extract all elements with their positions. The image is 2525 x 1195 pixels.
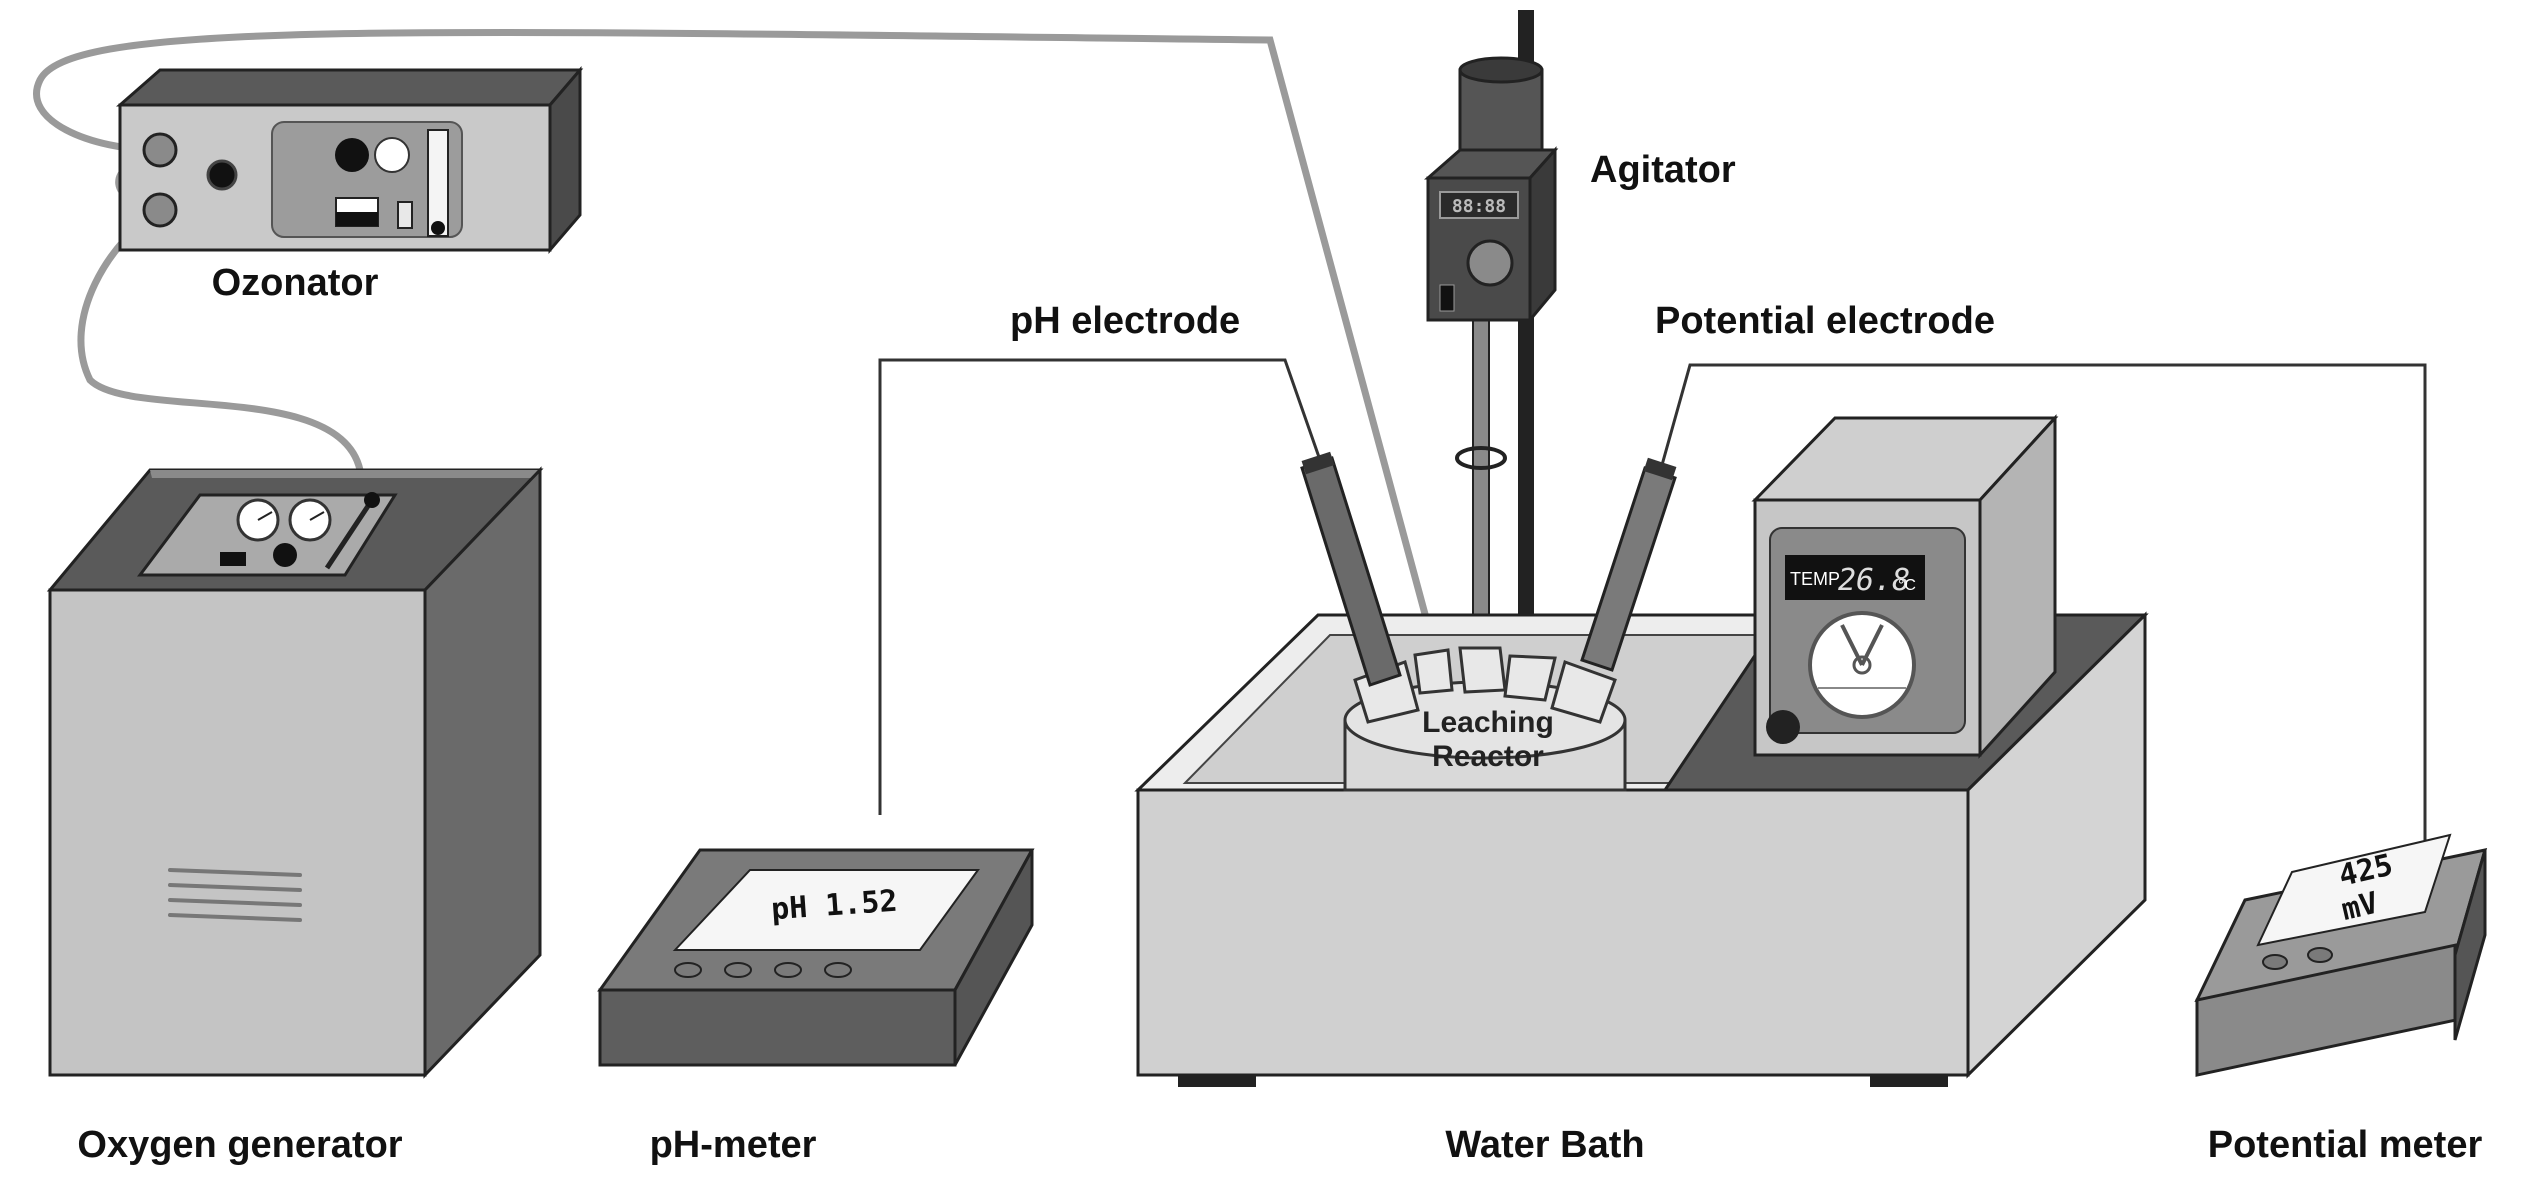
ph-meter-button: [824, 962, 852, 978]
ozonator-switch-rocker: [336, 212, 378, 226]
agitator-clamp: [1455, 446, 1507, 470]
oxygen-generator-label: Oxygen generator: [77, 1124, 402, 1166]
water-bath-foot-left: [1178, 1075, 1256, 1087]
temperature-display-value: 26.8: [1838, 563, 1910, 598]
agitator-motor-cap-top: [1458, 56, 1544, 84]
ph-meter: pH 1.52: [597, 848, 1035, 1067]
temperature-dial-pointer-a: [1840, 624, 1864, 666]
water-bath-label: Water Bath: [1445, 1124, 1644, 1166]
ozonator-port-upper: [142, 132, 178, 168]
ph-meter-front: [598, 988, 957, 1067]
oxygen-generator-knob: [273, 543, 297, 567]
reactor-label-line1: Leaching: [1422, 706, 1554, 739]
potential-meter-label: Potential meter: [2208, 1124, 2483, 1166]
potential-electrode-cap: [1643, 457, 1677, 481]
agitator-head-side: [1528, 146, 1557, 325]
oxygen-generator-button: [220, 552, 246, 566]
oxygen-feed-tube: [77, 206, 364, 474]
ph-meter-button: [674, 962, 702, 978]
oxygen-generator-slider: [324, 498, 375, 570]
ozonator-flowmeter-ball: [431, 221, 445, 235]
ph-meter-button: [774, 962, 802, 978]
ozonator-power-socket: [206, 159, 238, 191]
potential-electrode-label: Potential electrode: [1655, 300, 1995, 342]
ozonator-control-panel: [271, 121, 463, 238]
reactor-label-line2: Reactor: [1432, 740, 1544, 773]
temperature-dial-pointer-b: [1860, 624, 1884, 666]
temperature-display-label: TEMP: [1790, 569, 1840, 589]
reactor-port-4: [1503, 654, 1557, 702]
leaching-reactor: Leaching Reactor: [1343, 646, 1627, 792]
potential-meter: 425 mV: [2194, 833, 2488, 1077]
ozonator-fuse: [397, 201, 413, 229]
potential-meter-front: [2195, 943, 2457, 1077]
ozonator-port-lower: [142, 192, 178, 228]
oxygen-generator: [46, 466, 544, 1079]
temperature-controller: TEMP 26.8 °C: [1751, 414, 2059, 759]
reactor-port-5: [1550, 660, 1617, 724]
water-bath-foot-right: [1870, 1075, 1948, 1087]
agitator-label: Agitator: [1590, 149, 1736, 191]
signal-wires: [878, 358, 2427, 850]
ozonator-label: Ozonator: [212, 262, 379, 304]
agitator: 88:88: [1424, 10, 1559, 651]
agitator-display-text: 88:88: [1452, 196, 1506, 217]
temperature-display-unit: °C: [1898, 577, 1916, 594]
ozonator: [116, 65, 584, 255]
ph-meter-label: pH-meter: [650, 1124, 817, 1166]
oxygen-generator-slider-knob: [364, 492, 380, 508]
agitator-motor-cap: [1458, 68, 1544, 162]
oxygen-gauge-right-needle: [309, 511, 325, 521]
potential-wire: [1660, 363, 2427, 850]
ozonator-white-knob: [374, 137, 410, 173]
ozonator-flowmeter: [427, 129, 449, 237]
potential-meter-screen: [2256, 833, 2452, 947]
oxygen-generator-vent-icon: [168, 868, 302, 922]
agitator-shaft: [1472, 309, 1490, 651]
potential-meter-button: [2262, 954, 2288, 970]
ph-meter-buttons: [674, 962, 852, 978]
potential-unit: mV: [2338, 886, 2381, 928]
ph-electrode: [1300, 451, 1402, 687]
ph-electrode-label: pH electrode: [1010, 300, 1240, 342]
temperature-display: [1785, 555, 1925, 600]
oxygen-generator-front: [48, 588, 427, 1077]
water-bath-front: [1136, 788, 1970, 1077]
ph-electrode-cap: [1301, 451, 1335, 475]
oxygen-generator-top-rim: [150, 470, 540, 478]
reactor-port-2: [1413, 648, 1454, 695]
ph-meter-button: [724, 962, 752, 978]
ozonator-black-knob: [335, 138, 369, 172]
ozonator-top: [116, 68, 584, 107]
oxygen-gauge-left-needle: [257, 511, 273, 521]
potential-electrode: [1580, 457, 1677, 672]
agitator-power-switch: [1439, 284, 1455, 312]
ph-meter-screen: [672, 869, 980, 951]
ph-wire: [878, 358, 1322, 815]
controller-power-knob: [1766, 710, 1800, 744]
agitator-display: [1439, 191, 1519, 219]
potential-meter-button: [2307, 947, 2333, 963]
reactor-port-3: [1458, 646, 1507, 694]
agitator-speed-knob: [1466, 239, 1514, 287]
ozone-outlet-tube: [33, 28, 1436, 644]
potential-meter-buttons: [2262, 947, 2333, 970]
